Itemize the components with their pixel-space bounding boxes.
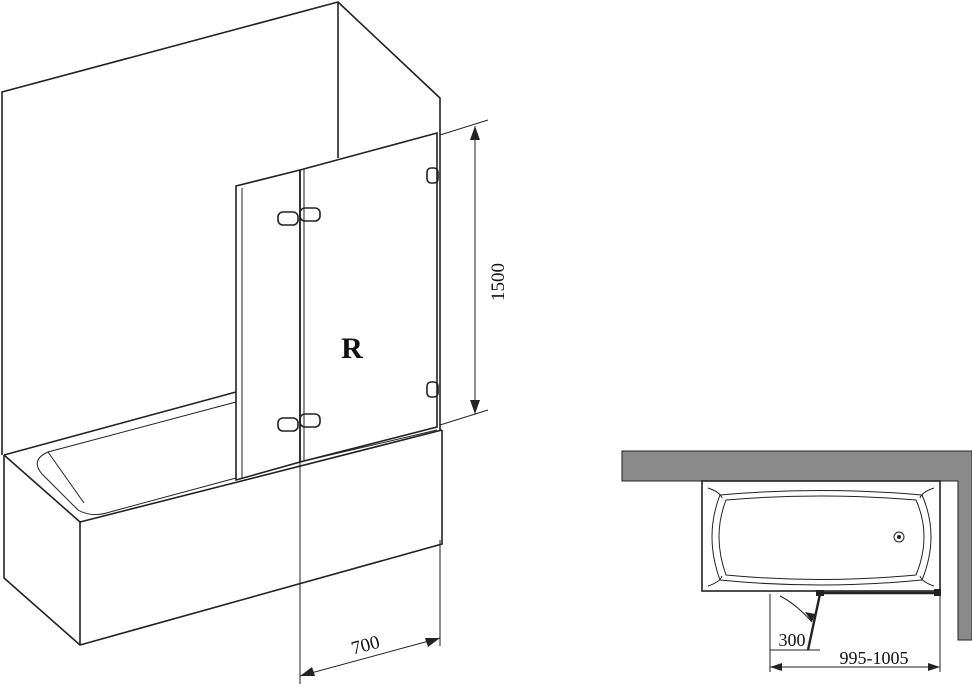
wall-bracket-icon [426, 167, 439, 184]
panel-label: R [341, 332, 363, 365]
height-dimension-label: 1500 [488, 263, 509, 301]
bathtub-plan [701, 480, 941, 592]
wall-bracket-icon [426, 381, 439, 398]
glass-screen: R [235, 131, 439, 482]
swing-glass-panel [299, 131, 438, 464]
plan-dimensions: 300 995-1005 [769, 594, 941, 672]
hinge-icon [277, 417, 299, 432]
wall-section [621, 450, 972, 641]
hinge-icon [299, 413, 321, 428]
swing-dimension-label: 300 [779, 630, 806, 650]
hinge-icon [299, 207, 321, 222]
screen-plan [779, 589, 941, 651]
bathtub [3, 391, 443, 646]
isometric-view: R 1500 700 [1, 1, 509, 684]
length-dimension-label: 995-1005 [840, 648, 909, 668]
drain-icon [893, 531, 905, 543]
back-wall [1, 1, 441, 455]
height-dimension: 1500 [439, 119, 509, 426]
fixed-glass-panel [235, 168, 301, 482]
width-dimension: 700 [299, 462, 441, 684]
hinge-icon [277, 211, 299, 226]
plan-view: 300 995-1005 [621, 450, 972, 672]
drain-center-icon [897, 535, 901, 539]
